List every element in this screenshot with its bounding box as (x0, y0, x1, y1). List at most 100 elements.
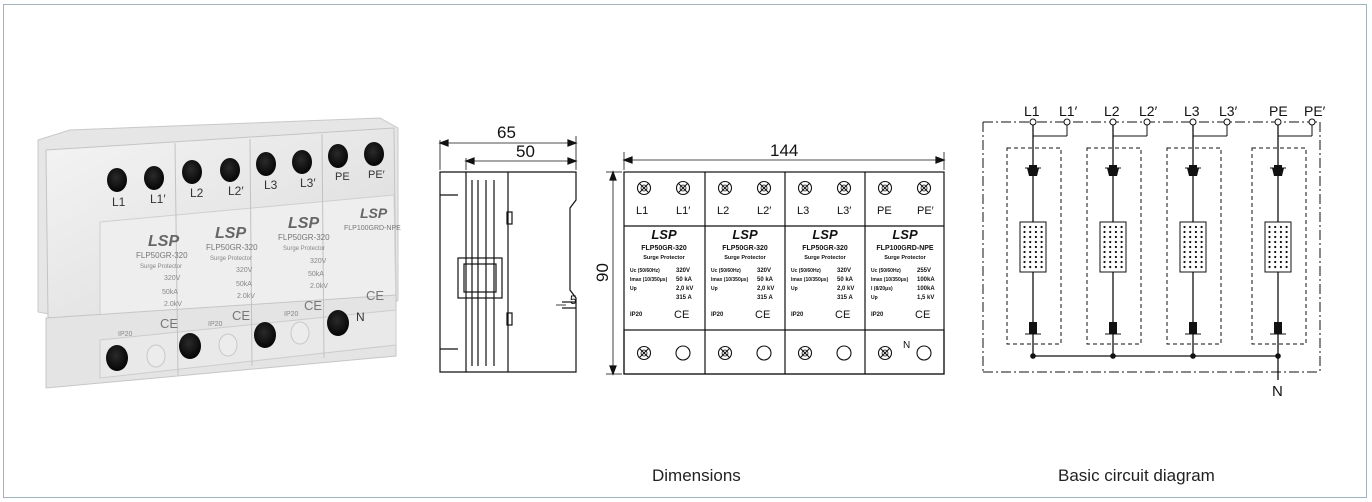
photo-ce-2: CE (232, 308, 250, 323)
dim-65: 65 (497, 123, 516, 142)
photo-screw-hole (144, 166, 164, 190)
dim-90: 90 (593, 263, 612, 282)
photo-lvl-3: 2.0kV (310, 283, 328, 290)
circuit-label: PE (1269, 103, 1288, 119)
module-spec-value: 2,0 kV (757, 286, 774, 292)
terminal-node (1109, 118, 1117, 126)
module-spec-value: 320V (676, 268, 690, 274)
photo-term-4: L2′ (228, 184, 244, 198)
module-spec-label: Imax (10/350μs) (791, 277, 829, 283)
terminal-screw-icon (675, 180, 691, 196)
photo-brand-4: LSP (360, 205, 388, 221)
terminal-screw-icon (636, 180, 652, 196)
module-spec-label: I (8/20μs) (871, 286, 893, 292)
terminal-screw-icon (877, 345, 893, 361)
terminal-node (1143, 118, 1151, 126)
photo-ip-3: IP20 (284, 311, 299, 318)
photo-term-2: L1′ (150, 192, 166, 206)
terminal-node (1308, 118, 1316, 126)
photo-term-8: PE′ (368, 169, 385, 181)
module-terminal-a: L1 (636, 205, 648, 217)
product-photo: L1 L1′ L2 L2′ L3 L3′ PE PE′ LSP LSP LSP … (37, 117, 401, 389)
terminal-node (1063, 118, 1071, 126)
caption-dimensions: Dimensions (652, 466, 741, 485)
circuit-label-prime: PE′ (1304, 103, 1326, 119)
module-terminal-b: L1′ (676, 205, 690, 217)
module-spec-value: 320V (837, 268, 851, 274)
terminal-empty-icon (756, 345, 772, 361)
junction-dot (1190, 353, 1196, 359)
photo-screw-hole (364, 142, 384, 166)
module-spec-label: Up (871, 295, 878, 301)
circuit-diagram (982, 121, 1321, 380)
terminal-screw-icon (797, 180, 813, 196)
photo-lvl-2: 2.0kV (237, 293, 255, 300)
terminal-screw-icon (717, 345, 733, 361)
module-ce: CE (674, 309, 689, 321)
junction-dot (1110, 353, 1116, 359)
module-subtitle: Surge Protector (884, 255, 926, 261)
photo-sub-3: Surge Protector (283, 246, 325, 252)
module-spec-label: Imax (10/350μs) (630, 277, 668, 283)
module-brand: LSP (732, 227, 758, 242)
module-model: FLP50GR-320 (641, 245, 687, 252)
dim-144: 144 (770, 141, 798, 160)
module-terminal-a: L3 (797, 205, 809, 217)
module-spec-value: 2,0 kV (676, 286, 693, 292)
module-terminal-b: L3′ (837, 205, 851, 217)
photo-ip-1: IP20 (118, 331, 133, 338)
module-brand: LSP (892, 227, 918, 242)
module-ip: IP20 (871, 312, 884, 318)
module-spec-value: 315 A (757, 295, 773, 301)
module-terminal-a: L2 (717, 205, 729, 217)
module-spec-label: Uc (50/60Hz) (791, 268, 821, 274)
photo-brand-2: LSP (215, 225, 246, 242)
photo-lvl-1: 2.0kV (164, 301, 182, 308)
front-view (606, 152, 946, 376)
circuit-label-prime: L1′ (1059, 103, 1078, 119)
photo-screw-hole (292, 150, 312, 174)
photo-ce-4: CE (366, 288, 384, 303)
module-ip: IP20 (791, 312, 804, 318)
module-subtitle: Surge Protector (724, 255, 766, 261)
module-spec-value: 2,0 kV (837, 286, 854, 292)
side-view (438, 136, 578, 373)
terminal-node (1223, 118, 1231, 126)
module-spec-label: Uc (50/60Hz) (871, 268, 901, 274)
circuit-label-prime: L3′ (1219, 103, 1238, 119)
terminal-screw-icon (877, 180, 893, 196)
terminal-node (1189, 118, 1197, 126)
photo-n-label: N (356, 310, 365, 324)
module-terminal-b: PE′ (917, 205, 934, 217)
module-subtitle: Surge Protector (643, 255, 685, 261)
terminal-empty-icon (916, 345, 932, 361)
module-ip: IP20 (711, 312, 724, 318)
circuit-label: L2 (1104, 103, 1120, 119)
photo-term-1: L1 (112, 195, 126, 209)
circuit-label: L1 (1024, 103, 1040, 119)
module-spec-value: 315 A (676, 295, 692, 301)
terminal-screw-icon (916, 180, 932, 196)
module-ce: CE (755, 309, 770, 321)
module-brand: LSP (651, 227, 677, 242)
dim-5: 5 (570, 293, 577, 307)
terminal-screw-icon (717, 180, 733, 196)
module-terminal-a: PE (877, 205, 892, 217)
module-model: FLP50GR-320 (722, 245, 768, 252)
photo-screw-hole (256, 152, 276, 176)
photo-model-1: FLP50GR-320 (136, 251, 188, 260)
module-spec-value: 50 kA (676, 277, 693, 283)
photo-model-3: FLP50GR-320 (278, 233, 330, 242)
photo-screw-hole (220, 158, 240, 182)
circuit-label-prime: L2′ (1139, 103, 1158, 119)
photo-ip-2: IP20 (208, 321, 223, 328)
photo-screw-hole (107, 168, 127, 192)
module-spec-label: Imax (10/350μs) (871, 277, 909, 283)
module-boundary (1006, 147, 1062, 345)
module-spec-value: 255V (917, 268, 931, 274)
